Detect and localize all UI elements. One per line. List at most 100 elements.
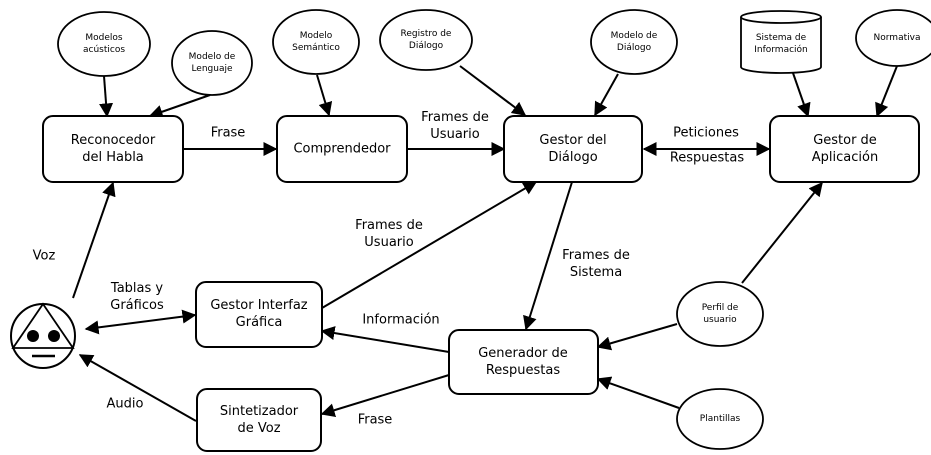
arrow-sintetizador-to-user (78, 354, 197, 422)
label-line: Modelo de (189, 52, 236, 62)
edge-label-audio: Audio (107, 397, 144, 412)
edge-label-frames-usuario-top: Frames de Usuario (421, 110, 489, 142)
sintetizador-label: Sintetizador de Voz (220, 404, 299, 436)
label-line: Gestor de (813, 133, 877, 148)
label-line: de Voz (237, 421, 280, 436)
arrow-user-interfaz (84, 309, 197, 335)
registro-dialogo-label: Registro de Diálogo (401, 29, 452, 51)
label-line: Perfil de (702, 303, 739, 313)
reconocedor-box (42, 115, 184, 183)
arrow-plantillas-to-generador (596, 376, 680, 409)
arrow-perfil-to-generador (596, 323, 678, 351)
label-line: Generador de (478, 346, 568, 361)
face-triangle (11, 302, 75, 349)
label-line: Voz (33, 249, 56, 264)
face-right-eye (48, 330, 60, 342)
edge-labels: Frase Frames de Usuario Peticiones Respue… (33, 110, 745, 428)
gestor-aplicacion-box (769, 115, 920, 183)
edge-label-voz: Voz (33, 249, 56, 264)
label-line: Diálogo (548, 150, 597, 165)
edge-label-informacion: Información (362, 313, 439, 328)
resource-ellipse (57, 11, 151, 77)
label-line: Respuestas (670, 151, 745, 166)
gestor-interfaz-box (195, 281, 323, 348)
label-line: acústicos (83, 45, 125, 55)
resource-ellipse (855, 9, 931, 67)
label-line: Sistema (570, 265, 622, 280)
label-line: Comprendedor (293, 142, 391, 157)
arrow-acusticos-to-reconocedor (99, 75, 114, 118)
resource-ellipse (379, 9, 473, 71)
label-line: Peticiones (673, 126, 739, 141)
label-line: Información (754, 44, 808, 55)
label-line: Modelo de (611, 31, 658, 41)
arrow-generador-to-interfaz (320, 326, 450, 353)
label-line: Sistema de (756, 33, 807, 43)
arrow-semantico-to-comprendedor (316, 74, 333, 117)
normativa-label: Normativa (874, 33, 921, 43)
label-line: Plantillas (700, 414, 741, 424)
edge-label-frames-usuario-mid: Frames de Usuario (355, 218, 423, 250)
label-line: Usuario (364, 235, 413, 250)
label-line: usuario (703, 315, 737, 325)
label-line: Registro de (401, 29, 452, 39)
label-line: Tablas y (110, 281, 163, 296)
label-line: Semántico (292, 43, 340, 53)
sintetizador-box (196, 388, 322, 452)
edge-label-tablas-graficos: Tablas y Gráficos (110, 281, 164, 313)
label-line: Diálogo (409, 41, 444, 51)
generador-label: Generador de Respuestas (478, 346, 568, 378)
arrow-perfil-to-aplicacion (741, 181, 823, 284)
edge-label-frames-sistema: Frames de Sistema (562, 248, 630, 280)
label-line: Lenguaje (191, 64, 233, 74)
label-line: Normativa (874, 33, 921, 43)
label-line: del Habla (82, 150, 144, 165)
label-line: Modelo (300, 31, 333, 41)
face-left-eye (27, 330, 39, 342)
label-line: Respuestas (486, 363, 561, 378)
label-line: Frames de (355, 218, 423, 233)
user-face-icon (10, 302, 76, 369)
arrow-registro-to-gestor-dialogo (459, 65, 527, 116)
label-line: Frames de (421, 110, 489, 125)
label-line: Usuario (430, 127, 479, 142)
resource-ellipse (676, 388, 764, 450)
modelo-dialogo-label: Modelo de Diálogo (611, 31, 658, 53)
label-line: Aplicación (812, 150, 878, 165)
resource-ellipse (590, 9, 678, 75)
resource-ellipse (676, 281, 764, 347)
connectors (72, 65, 898, 422)
label-line: Gestor del (539, 133, 606, 148)
label-line: Frase (358, 413, 393, 428)
label-line: Frames de (562, 248, 630, 263)
arrow-gestor-dialogo-to-generador (523, 181, 573, 331)
label-line: Audio (107, 397, 144, 412)
comprendedor-label: Comprendedor (293, 142, 391, 157)
arrow-normativa-to-aplicacion (875, 65, 898, 118)
arrow-lenguaje-to-reconocedor (148, 94, 211, 119)
edge-label-respuestas: Respuestas (670, 151, 745, 166)
label-line: Gráfica (236, 315, 283, 330)
label-line: Gestor Interfaz (210, 298, 307, 313)
label-line: Diálogo (617, 43, 652, 53)
resource-ellipse (272, 9, 360, 75)
resource-ellipse (171, 30, 253, 96)
label-line: Gráficos (110, 298, 164, 313)
label-line: Información (362, 313, 439, 328)
database-body (740, 17, 822, 74)
label-line: Sintetizador (220, 404, 299, 419)
label-line: Frase (211, 126, 246, 141)
edge-label-frase-top: Frase (211, 126, 246, 141)
arrow-sistema-info-to-aplicacion (792, 72, 811, 118)
comprendedor-box (276, 115, 408, 183)
